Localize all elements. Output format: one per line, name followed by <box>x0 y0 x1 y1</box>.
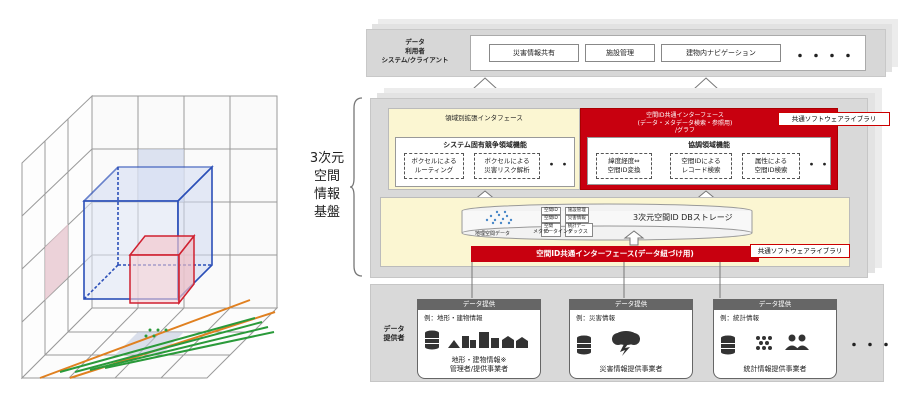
platform-brace <box>350 97 363 277</box>
domain-interface-panel: 領域別拡張インタフェース システム固有競争領域機能 ボクセルによる ルーティング… <box>388 108 580 190</box>
platform-label-line: 基盤 <box>313 205 340 220</box>
data-provide-tab: データ提供 <box>417 299 541 310</box>
metadata-index-table: 空間ID 施設管理 空間ID 災害情報 空間ID 統計データ <box>541 207 593 237</box>
geo-data-caption: 地理空間データ <box>475 231 511 237</box>
latlon-convert-line: 緯度経度⇔ <box>608 157 640 166</box>
record-search-box: 空間IDによる レコード検索 <box>670 153 732 179</box>
cooperative-area-title: 協調領域機能 <box>688 141 730 149</box>
attribute-search-line: 空間ID検索 <box>754 166 788 174</box>
provider-card-statistics: 例：統計情報 統計情報提供事業者 <box>713 307 837 379</box>
provider-example: 例：統計情報 <box>720 314 759 322</box>
common-interface-title: 空間ID共通インターフェース (データ・メタデータ検索・参照用) /グラフ <box>615 112 755 135</box>
provider-name-line: 統計情報提供事業者 <box>743 365 807 373</box>
meta-cell: 統計データ <box>564 223 593 237</box>
provider-example: 例：地形・建物情報 <box>424 314 483 322</box>
providers-side-label-line: データ <box>383 325 405 333</box>
apps-container: 災害情報共有 施設管理 建物内ナビゲーション ・・・・ <box>470 35 866 71</box>
data-users-title: データ 利用者 システム/クライアント <box>371 38 459 65</box>
cooperative-more: ・・ <box>806 158 832 171</box>
latlon-spatialid-convert-box: 緯度経度⇔ 空間ID変換 <box>596 153 652 179</box>
voxel-grid-illustration <box>20 94 279 380</box>
app-disaster-info-sharing: 災害情報共有 <box>489 44 579 62</box>
cooperative-area-box: 協調領域機能 緯度経度⇔ 空間ID変換 空間IDによる レコード検索 属性による… <box>587 137 831 185</box>
storage-panel: 地理空間データ 空間ID 施設管理 空間ID 災害情報 空間ID 統計データ メ… <box>380 197 850 267</box>
provider-example: 例：災害情報 <box>576 314 615 322</box>
database-people-icon <box>721 334 809 355</box>
db-storage-icon <box>461 203 753 241</box>
record-search-line: 空間IDによる <box>681 157 721 166</box>
provider-name: 統計情報提供事業者 <box>714 364 836 374</box>
data-users-title-line: システム/クライアント <box>381 56 449 64</box>
voxel-routing-line: ルーティング <box>414 166 454 174</box>
platform-label-line: 空間 <box>313 169 340 184</box>
arrow-up-icon <box>623 230 645 246</box>
metadata-index-caption: メタデータインデックス <box>533 229 588 235</box>
provider-name-line: 管理者/提供事業者 <box>449 365 509 373</box>
app-indoor-navigation: 建物内ナビゲーション <box>661 44 781 62</box>
competitive-more: ・・ <box>546 158 572 171</box>
common-library-badge-top: 共通ソフトウェアライブラリ <box>778 112 890 126</box>
provider-card-terrain: 例：地形・建物情報 地形・建物情報※ 管理者/提供事業者 <box>417 307 541 379</box>
database-buildings-icon <box>425 330 528 350</box>
app-facility-management: 施設管理 <box>585 44 655 62</box>
common-interface-title-line: (データ・メタデータ検索・参照用) <box>637 119 733 127</box>
apps-more: ・・・・ <box>793 49 857 65</box>
voxel-disaster-risk-line: ボクセルによる <box>484 157 530 166</box>
meta-cell: 災害情報 <box>564 215 589 223</box>
providers-side-label-line: 提供者 <box>383 334 405 342</box>
provider-name-line: 地形・建物情報※ <box>451 356 507 364</box>
storage-title: 3次元空間ID DBストレージ <box>633 213 733 222</box>
platform-label-line: 情報 <box>313 187 340 202</box>
meta-cell: 施設管理 <box>564 207 589 215</box>
provider-name: 災害情報提供事業者 <box>570 364 692 374</box>
voxel-disaster-risk-box: ボクセルによる 災害リスク解析 <box>474 153 540 179</box>
data-users-panel: データ 利用者 システム/クライアント 災害情報共有 施設管理 建物内ナビゲーシ… <box>366 29 886 77</box>
voxel-routing-line: ボクセルによる <box>411 157 457 166</box>
common-library-badge-bottom: 共通ソフトウェアライブラリ <box>750 244 850 258</box>
voxel-routing-box: ボクセルによる ルーティング <box>404 153 464 179</box>
record-search-line: レコード検索 <box>681 166 721 174</box>
data-users-title-line: 利用者 <box>405 47 425 55</box>
meta-cell: 空間ID <box>541 223 561 237</box>
data-provide-tab: データ提供 <box>713 299 837 310</box>
data-provide-tab: データ提供 <box>569 299 693 310</box>
meta-cell: 空間ID <box>541 207 561 215</box>
providers-side-label: データ 提供者 <box>377 325 411 343</box>
platform-label-line: 3次元 <box>309 151 345 166</box>
point-cloud-icon <box>485 210 513 225</box>
data-users-title-line: データ <box>405 38 425 46</box>
competitive-area-title: システム固有競争領域機能 <box>443 141 527 149</box>
common-interface-title-line: /グラフ <box>674 127 696 134</box>
provider-connectors <box>471 262 721 298</box>
domain-interface-title: 領域別拡張インタフェース <box>445 114 523 122</box>
providers-more: ・・・・ <box>847 338 900 354</box>
attribute-search-line: 属性による <box>754 157 788 166</box>
provider-name: 地形・建物情報※ 管理者/提供事業者 <box>418 356 540 374</box>
platform-label: 3次元 空間 情報 基盤 <box>306 150 348 222</box>
attribute-search-box: 属性による 空間ID検索 <box>742 153 800 179</box>
provider-card-disaster: 例：災害情報 災害情報提供事業者 <box>569 307 693 379</box>
competitive-area-box: システム固有競争領域機能 ボクセルによる ルーティング ボクセルによる 災害リス… <box>395 137 575 187</box>
common-interface-linking-bar: 空間ID共通インターフェース(データ紐づけ用) <box>471 246 759 262</box>
voxel-disaster-risk-line: 災害リスク解析 <box>484 166 530 174</box>
latlon-convert-line: 空間ID変換 <box>607 166 641 174</box>
common-interface-title-line: 空間ID共通インターフェース <box>646 112 724 119</box>
meta-cell: 空間ID <box>541 215 561 223</box>
provider-name-line: 災害情報提供事業者 <box>599 365 663 373</box>
database-cloud-icon <box>577 331 640 356</box>
providers-panel: データ 提供者 例：地形・建物情報 地形・建物情報※ 管理者/提供事業者 データ… <box>370 284 900 382</box>
